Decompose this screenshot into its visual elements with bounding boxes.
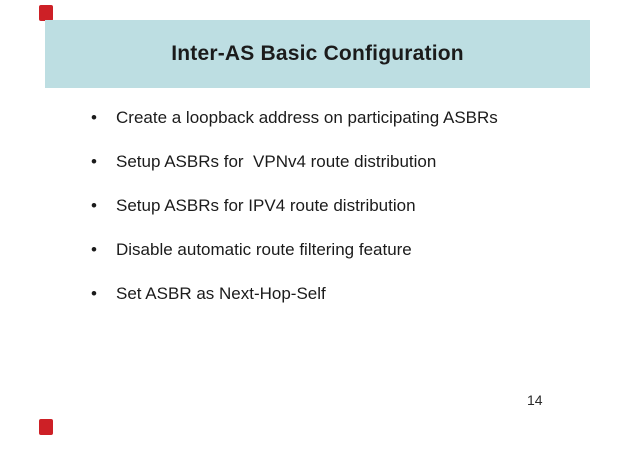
title-band: Inter-AS Basic Configuration	[45, 20, 590, 88]
bullet-text: Set ASBR as Next-Hop-Self	[116, 284, 326, 303]
bullet-dot-icon: •	[91, 152, 97, 171]
bullet-list: • Create a loopback address on participa…	[90, 108, 598, 328]
bullet-text: Setup ASBRs for IPV4 route distribution	[116, 196, 416, 215]
bullet-item: • Set ASBR as Next-Hop-Self	[90, 284, 598, 303]
red-accent-marker-bottom	[39, 419, 53, 435]
slide-title: Inter-AS Basic Configuration	[171, 42, 464, 65]
bullet-dot-icon: •	[91, 196, 97, 215]
bullet-dot-icon: •	[91, 240, 97, 259]
bullet-dot-icon: •	[91, 284, 97, 303]
bullet-text: Disable automatic route filtering featur…	[116, 240, 412, 259]
bullet-text: Setup ASBRs for VPNv4 route distribution	[116, 152, 437, 171]
bullet-item: • Setup ASBRs for VPNv4 route distributi…	[90, 152, 598, 171]
red-accent-marker-top	[39, 5, 53, 21]
bullet-item: • Setup ASBRs for IPV4 route distributio…	[90, 196, 598, 215]
page-number: 14	[527, 392, 543, 408]
bullet-text: Create a loopback address on participati…	[116, 108, 498, 127]
bullet-item: • Disable automatic route filtering feat…	[90, 240, 598, 259]
bullet-dot-icon: •	[91, 108, 97, 127]
bullet-item: • Create a loopback address on participa…	[90, 108, 598, 127]
